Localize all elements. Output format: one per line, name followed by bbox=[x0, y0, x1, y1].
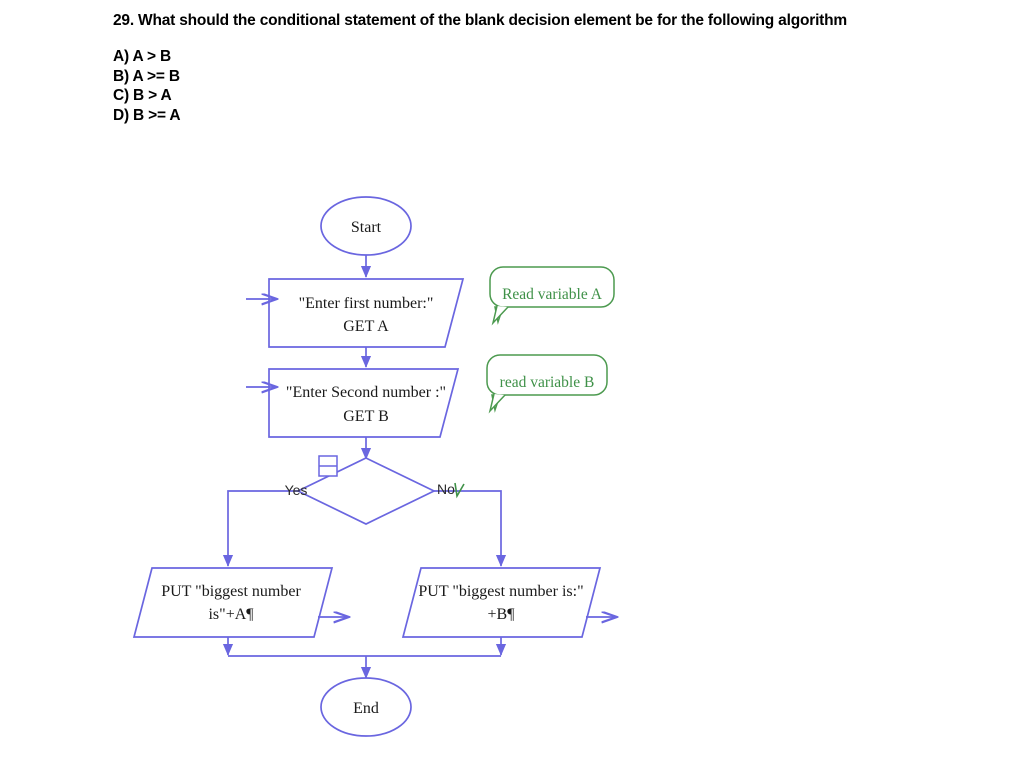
green-check-mark-icon bbox=[454, 482, 465, 499]
input-b-shape bbox=[268, 368, 460, 438]
input-a-line1: "Enter first number:" bbox=[299, 295, 434, 312]
callout-b-bubble bbox=[486, 354, 608, 413]
option-a[interactable]: A) A > B bbox=[113, 48, 171, 65]
output-b-shape bbox=[401, 567, 602, 638]
output-b-line1: PUT "biggest number is:" bbox=[418, 583, 583, 600]
output-a-line1: PUT "biggest number bbox=[161, 583, 301, 600]
question-title: 29. What should the conditional statemen… bbox=[113, 12, 847, 29]
option-c[interactable]: C) B > A bbox=[113, 87, 172, 104]
input-b-line2: GET B bbox=[343, 408, 388, 425]
callout-read-variable-b: read variable B bbox=[486, 354, 608, 414]
callout-a-text: Read variable A bbox=[502, 286, 603, 303]
output-a-shape bbox=[132, 567, 334, 638]
connector-no-branch bbox=[434, 490, 507, 567]
callout-a-bubble bbox=[489, 266, 615, 325]
callout-read-variable-a: Read variable A bbox=[489, 266, 615, 326]
callout-a-tail bbox=[491, 305, 509, 326]
branch-label-yes: Yes bbox=[285, 482, 308, 498]
connector-yes-branch bbox=[222, 490, 298, 567]
output-a-line2: is"+A¶ bbox=[208, 606, 254, 623]
output-b-line2: +B¶ bbox=[488, 606, 516, 623]
question-block: 29. What should the conditional statemen… bbox=[113, 12, 973, 125]
end-node-shape bbox=[320, 677, 412, 737]
option-b[interactable]: B) A >= B bbox=[113, 67, 180, 85]
end-node-label: End bbox=[353, 700, 379, 717]
input-a-line2: GET A bbox=[343, 318, 389, 335]
options-list: A) A > B B) A >= B C) B > A D) B >= A bbox=[113, 47, 973, 125]
branch-label-no: No bbox=[437, 481, 455, 497]
two-row-table-icon bbox=[318, 455, 338, 477]
option-d[interactable]: D) B >= A bbox=[113, 106, 181, 124]
callout-b-tail bbox=[488, 393, 506, 414]
start-node-label: Start bbox=[351, 219, 382, 236]
input-b-line1: "Enter Second number :" bbox=[286, 384, 446, 401]
input-a-shape bbox=[268, 278, 465, 348]
callout-b-text: read variable B bbox=[500, 374, 595, 391]
